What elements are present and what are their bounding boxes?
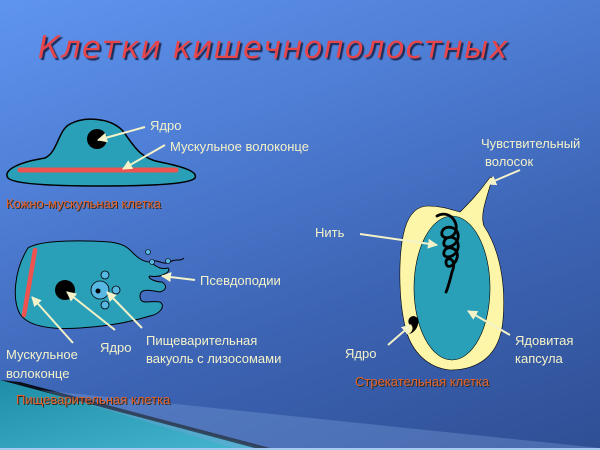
digestive-cell [14,240,196,344]
epithelial-muscle-cell [6,118,197,187]
label-sensory-hair-line1: Чувствительный [481,136,581,151]
caption-stinging-cell: Стрекательная клетка [355,374,490,389]
label-muscle-fiber-1: Мускульное волоконце [170,139,309,154]
label-sensory-hair-line2: волосок [485,154,534,169]
label-thread: Нить [315,225,345,240]
slide-title: Клетки кишечнополостных [38,30,509,66]
nucleus-3 [408,316,419,334]
label-vacuole-line1: Пищеварительная [146,333,258,348]
label-capsule-line1: Ядовитая [515,333,574,348]
caption-epithelial-muscle-cell: Кожно-мускульная клетка [6,196,161,211]
label-capsule-line2: капсула [515,351,563,366]
label-nucleus-2: Ядро [100,340,132,355]
label-nucleus-3: Ядро [345,346,377,361]
coiled-thread [435,212,460,294]
label-muscle-fiber-2-line2: волоконце [6,366,70,381]
label-vacuole-line2: вакуоль с лизосомами [146,351,282,366]
label-nucleus-1: Ядро [150,118,182,133]
stinging-cell [359,169,521,371]
muscle-fiber-2 [21,247,38,318]
label-pseudopodia: Псевдоподии [200,273,281,288]
label-muscle-fiber-2-line1: Мускульное [6,347,78,362]
caption-digestive-cell: Пищеварительная клетка [16,392,171,407]
